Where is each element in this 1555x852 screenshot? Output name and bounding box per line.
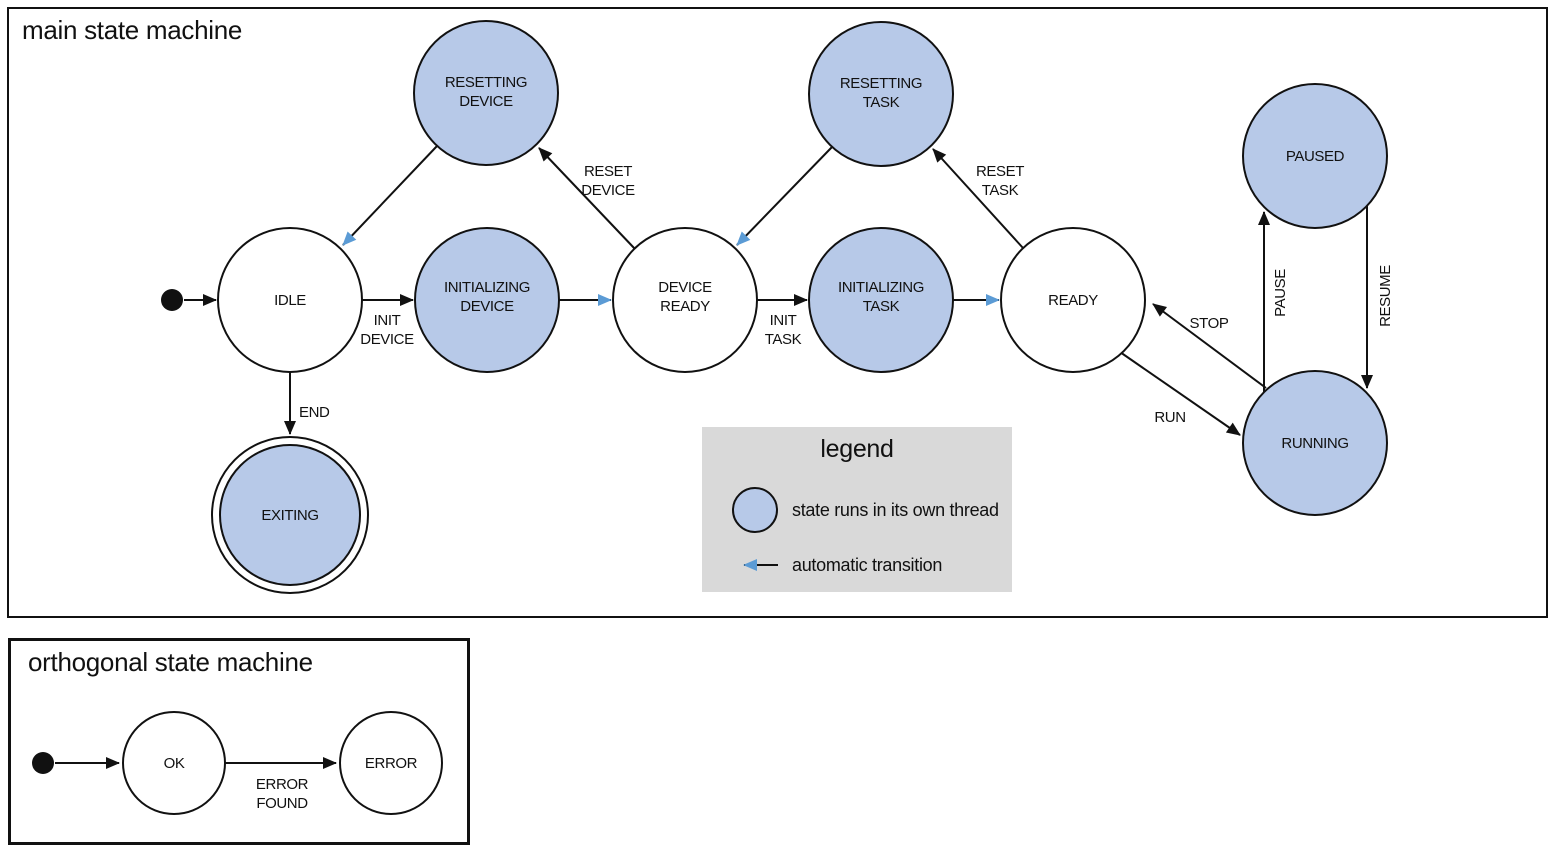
- state-error: [339, 711, 443, 815]
- orthogonal-machine-title: orthogonal state machine: [28, 647, 313, 677]
- state-exiting-label: EXITING: [261, 507, 318, 524]
- legend-title: legend: [820, 435, 893, 463]
- legend-thread-state-icon: [732, 487, 778, 533]
- state-initializing-device-label-line1: INITIALIZING: [444, 279, 530, 296]
- main-machine-frame: [7, 7, 1548, 618]
- label-reset-device-line2: DEVICE: [581, 182, 635, 199]
- state-initializing-device: [414, 227, 560, 373]
- label-pause: PAUSE: [1272, 269, 1289, 317]
- transition-ready-to-running: [1119, 351, 1241, 436]
- auto-transition-resetting-device-to-idle: [342, 145, 438, 246]
- state-error-label: ERROR: [365, 755, 418, 772]
- transition-device-ready-to-resetting-device: [538, 147, 636, 250]
- state-device-ready: [612, 227, 758, 373]
- label-init-device-line2: DEVICE: [360, 331, 414, 348]
- label-init-task-line1: INIT: [770, 312, 797, 329]
- label-end: END: [299, 404, 330, 421]
- orthogonal-initial-state-dot: [32, 752, 54, 774]
- state-exiting: [219, 444, 361, 586]
- label-init-task-line2: TASK: [765, 331, 802, 348]
- state-running: [1242, 370, 1388, 516]
- label-error-found-line2: FOUND: [256, 795, 308, 812]
- state-initializing-task-label-line1: INITIALIZING: [838, 279, 924, 296]
- state-paused: [1242, 83, 1388, 229]
- state-idle: [217, 227, 363, 373]
- legend-thread-label: state runs in its own thread: [792, 500, 999, 520]
- label-reset-task-line2: TASK: [982, 182, 1019, 199]
- label-error-found-line1: ERROR: [256, 776, 309, 793]
- transition-ready-to-resetting-task: [932, 148, 1024, 249]
- state-device-ready-label-line1: DEVICE: [658, 279, 712, 296]
- state-idle-label: IDLE: [274, 292, 306, 309]
- label-reset-task-line1: RESET: [976, 163, 1024, 180]
- state-ok-label: OK: [164, 755, 185, 772]
- state-ready-label: READY: [1048, 292, 1098, 309]
- state-ok: [122, 711, 226, 815]
- legend-auto-label: automatic transition: [792, 555, 942, 575]
- state-initializing-task: [808, 227, 954, 373]
- state-resetting-device-label-line2: DEVICE: [459, 93, 513, 110]
- state-initializing-device-label-line2: DEVICE: [460, 298, 514, 315]
- state-resetting-task: [808, 21, 954, 167]
- label-stop: STOP: [1190, 315, 1229, 332]
- label-run: RUN: [1154, 409, 1185, 426]
- state-resetting-device: [413, 20, 559, 166]
- orthogonal-machine-frame: [8, 638, 470, 845]
- label-resume: RESUME: [1377, 265, 1394, 327]
- state-ready: [1000, 227, 1146, 373]
- state-running-label: RUNNING: [1281, 435, 1348, 452]
- auto-transition-resetting-task-to-device-ready: [736, 146, 833, 246]
- state-resetting-task-label-line1: RESETTING: [840, 75, 922, 92]
- label-reset-device-line1: RESET: [584, 163, 632, 180]
- state-paused-label: PAUSED: [1286, 148, 1345, 165]
- state-device-ready-label-line2: READY: [660, 298, 710, 315]
- initial-state-dot: [161, 289, 183, 311]
- state-initializing-task-label-line2: TASK: [863, 298, 900, 315]
- transition-running-to-ready: [1152, 303, 1267, 389]
- label-init-device-line1: INIT: [374, 312, 401, 329]
- state-resetting-task-label-line2: TASK: [863, 94, 900, 111]
- state-resetting-device-label-line1: RESETTING: [445, 74, 527, 91]
- main-machine-title: main state machine: [22, 15, 242, 45]
